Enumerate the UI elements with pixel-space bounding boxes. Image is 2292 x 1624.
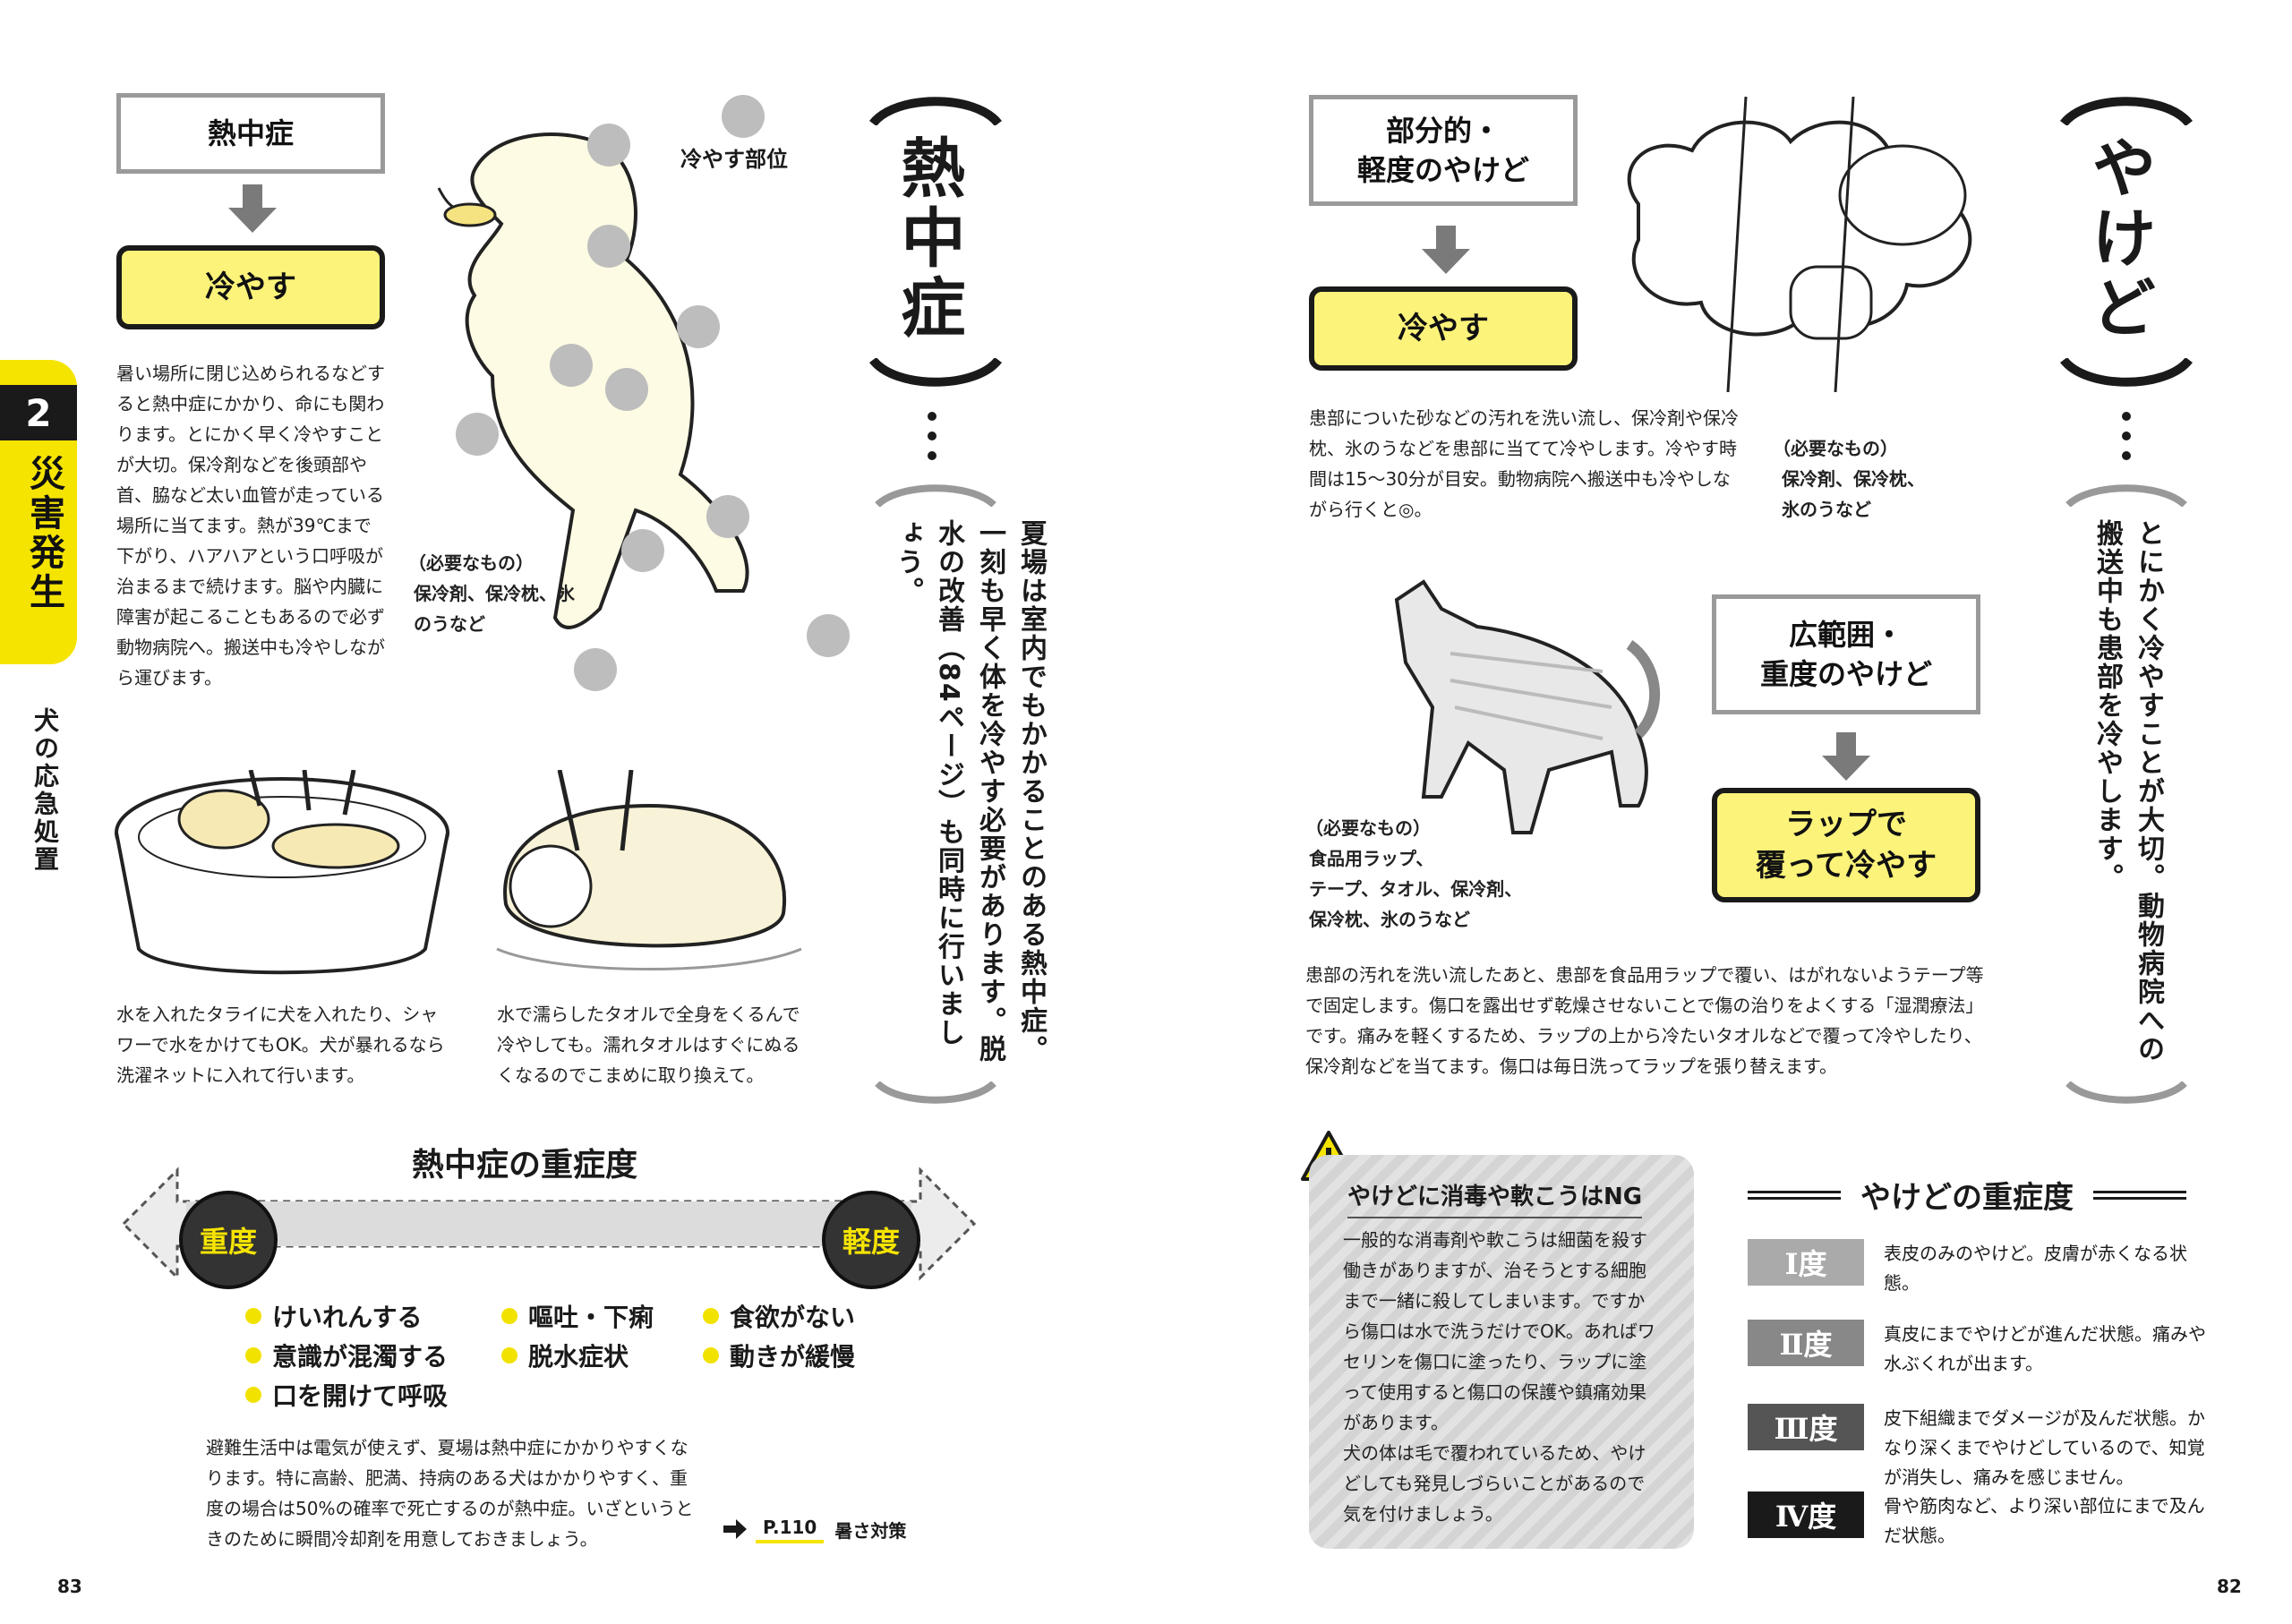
section-title: 犬の応急処置 xyxy=(30,707,60,874)
severity-arrow-bar xyxy=(121,1167,977,1281)
severity-note: 避難生活中は電気が使えず、夏場は熱中症にかかりやすくなります。特に高齢、肥満、持… xyxy=(206,1437,694,1550)
minor-burn-description: 患部についた砂などの汚れを洗い流し、保冷剤や保冷枕、氷のうなどを患部に当てて冷や… xyxy=(1309,407,1739,520)
symptom-item: 脱水症状 xyxy=(501,1338,629,1373)
minor-burn-condition-box: 部分的・ 軽度のやけど xyxy=(1309,95,1578,206)
caption-towel: 水で濡らしたタオルで全身をくるんで冷やしても。濡れタオルはすぐにぬるくなるのでこ… xyxy=(497,1004,800,1086)
chapter-number-badge: 2 xyxy=(0,385,77,440)
heatstroke-condition-box: 熱中症 xyxy=(116,93,385,174)
severe-needs-label: （必要なもの） xyxy=(1305,817,1431,839)
heatstroke-severity-title: 熱中症の重症度 xyxy=(412,1147,638,1184)
severity-left-label: 重度 xyxy=(199,1225,257,1259)
symptom-item: 動きが緩慢 xyxy=(703,1338,855,1373)
burn-title: やけど xyxy=(2081,134,2156,344)
lead-bracket-top xyxy=(2065,484,2187,507)
cool-action-box: 冷やす xyxy=(116,245,385,329)
title-bracket-bottom xyxy=(869,358,1002,387)
chapter-number: 2 xyxy=(25,390,52,435)
page-number-left: 83 xyxy=(57,1576,82,1597)
burn-grade-row: Ⅳ度 骨や筋肉など、より深い部位にまで及んだ状態。 xyxy=(1748,1492,2206,1551)
lead-bracket-bottom xyxy=(875,1081,996,1104)
down-arrow-icon xyxy=(1422,226,1470,274)
grade-desc: 真皮にまでやけどが進んだ状態。痛みや水ぶくれが出ます。 xyxy=(1884,1323,2206,1374)
minor-needs-label: （必要なもの） xyxy=(1773,438,1898,459)
cooling-legend-label: 冷やす部位 xyxy=(680,147,788,172)
burn-lead: とにかく冷やすことが大切。動物病院への搬送中も患部を冷やします。 xyxy=(2091,519,2164,1064)
needs-items: 保冷剤、保冷枕、氷のうなど xyxy=(414,583,575,635)
severe-needs-items: 食品用ラップ、 テープ、タオル、保冷剤、 保冷枕、氷のうなど xyxy=(1309,848,1523,930)
page-number-right: 82 xyxy=(2217,1576,2242,1597)
dog-in-tub-illustration xyxy=(115,770,449,975)
severity-right-label: 軽度 xyxy=(842,1225,900,1259)
burn-grade-row: Ⅰ度 表皮のみのやけど。皮膚が赤くなる状態。 xyxy=(1748,1239,2206,1298)
lead-bracket-bottom xyxy=(2065,1081,2187,1104)
severity-left-circle: 重度 xyxy=(179,1191,278,1289)
lead-bracket-top xyxy=(875,484,996,507)
title-bracket-top xyxy=(2060,97,2193,125)
title-bracket-bottom xyxy=(2060,358,2193,387)
severe-burn-description: 患部の汚れを洗い流したあと、患部を食品用ラップで覆い、はがれないようテープ等で固… xyxy=(1305,964,1984,1077)
grade-badge: Ⅲ度 xyxy=(1748,1404,1864,1450)
title-bracket-top xyxy=(869,97,1002,125)
grade-badge: Ⅱ度 xyxy=(1748,1320,1864,1366)
grade-badge: Ⅰ度 xyxy=(1748,1239,1864,1286)
grade-badge: Ⅳ度 xyxy=(1748,1492,1864,1538)
symptom-item: 嘔吐・下痢 xyxy=(501,1298,654,1334)
symptom-item: 意識が混濁する xyxy=(245,1338,448,1373)
needs-label: （必要なもの） xyxy=(408,552,534,574)
page-reference[interactable]: P.110 暑さ対策 xyxy=(723,1515,906,1543)
down-arrow-icon xyxy=(228,184,277,233)
title-dots xyxy=(2122,412,2131,460)
ref-page: P.110 xyxy=(756,1515,825,1543)
minor-burn-action-box: 冷やす xyxy=(1309,286,1578,371)
burn-grade-row: Ⅲ度 皮下組織までダメージが及んだ状態。かなり深くまでやけどしているので、知覚が… xyxy=(1748,1404,2206,1492)
grade-desc: 皮下組織までダメージが及んだ状態。かなり深くまでやけどしているので、知覚が消失し… xyxy=(1884,1407,2205,1488)
down-arrow-icon xyxy=(1822,732,1870,781)
right-arrow-icon xyxy=(723,1519,747,1539)
dog-in-towel-illustration xyxy=(496,770,802,970)
symptom-item: けいれんする xyxy=(245,1298,422,1334)
grade-desc: 表皮のみのやけど。皮膚が赤くなる状態。 xyxy=(1884,1243,2187,1294)
burn-grades-heading: やけどの重症度 xyxy=(1748,1173,2186,1217)
heatstroke-title: 熱中症 xyxy=(890,134,965,344)
severe-burn-action-box: ラップで 覆って冷やす xyxy=(1712,788,1980,902)
chapter-title: 災害発生 xyxy=(23,455,64,612)
symptom-item: 口を開けて呼吸 xyxy=(245,1377,448,1413)
grade-desc: 骨や筋肉など、より深い部位にまで及んだ状態。 xyxy=(1884,1495,2205,1546)
warning-body: 一般的な消毒剤や軟こうは細菌を殺す働きがありますが、治そうとする細胞まで一緒に殺… xyxy=(1343,1229,1655,1525)
warning-box xyxy=(1309,1155,1694,1549)
severe-burn-condition-box: 広範囲・ 重度のやけど xyxy=(1712,594,1980,714)
caption-tub: 水を入れたタライに犬を入れたり、シャワーで水をかけてもOK。犬が暴れるなら洗濯ネ… xyxy=(116,1004,445,1086)
burn-grades-title: やけどの重症度 xyxy=(1860,1180,2074,1216)
title-dots xyxy=(928,412,936,460)
cooling-burn-illustration xyxy=(1627,97,1972,392)
heatstroke-lead: 夏場は室内でもかかることのある熱中症。一刻も早く体を冷やす必要があります。脱水の… xyxy=(892,519,1047,1064)
minor-needs-items: 保冷剤、保冷枕、 氷のうなど xyxy=(1782,468,1925,520)
warning-title: やけどに消毒や軟こうはNG xyxy=(1347,1178,1643,1218)
symptom-item: 食欲がない xyxy=(703,1298,855,1334)
severity-right-circle: 軽度 xyxy=(822,1191,920,1289)
wrapped-dog-illustration xyxy=(1394,579,1661,834)
dog-cooling-points-illustration xyxy=(437,95,850,691)
heatstroke-description: 暑い場所に閉じ込められるなどすると熱中症にかかり、命にも関わります。とにかく早く… xyxy=(116,363,385,688)
burn-grade-row: Ⅱ度 真皮にまでやけどが進んだ状態。痛みや水ぶくれが出ます。 xyxy=(1748,1320,2206,1379)
ref-label: 暑さ対策 xyxy=(834,1519,907,1542)
